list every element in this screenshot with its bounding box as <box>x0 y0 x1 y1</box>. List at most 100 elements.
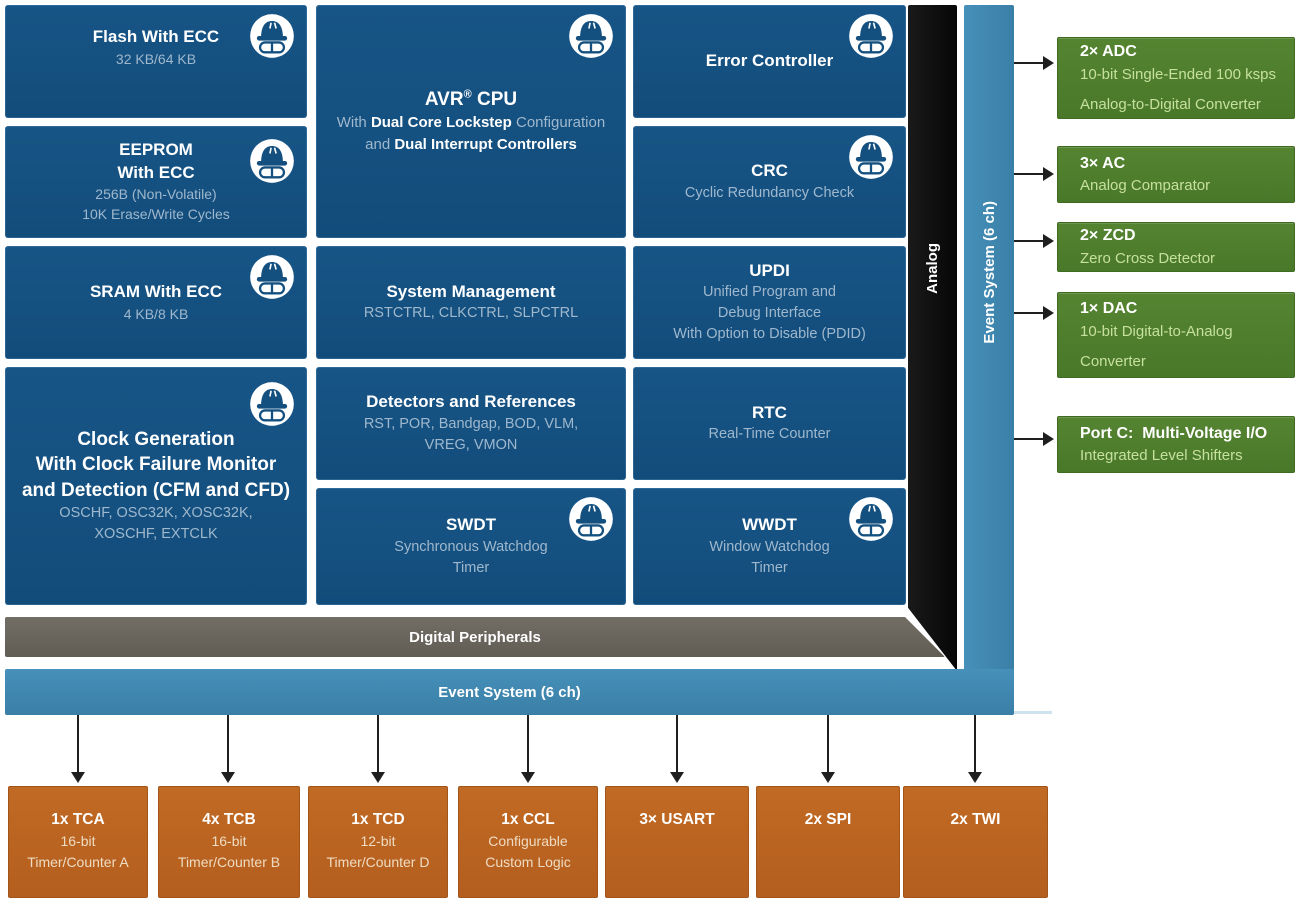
error-controller-title: Error Controller <box>705 51 834 71</box>
tcb-sub-line2: Timer/Counter B <box>177 854 281 871</box>
ac-block: 3× AC Analog Comparator <box>1057 146 1295 203</box>
eeprom-subtitle-line2: 10K Erase/Write Cycles <box>82 206 230 223</box>
crc-title: CRC <box>751 161 788 181</box>
crc-subtitle: Cyclic Redundancy Check <box>684 184 855 201</box>
ac-title: 3× AC <box>1080 154 1126 172</box>
eeprom-ecc-block: EEPROM With ECC 256B (Non-Volatile) 10K … <box>5 126 307 238</box>
tcd-title: 1x TCD <box>351 811 405 828</box>
down-arrow <box>71 715 85 783</box>
detectors-subtitle-line2: VREG, VMON <box>424 436 518 453</box>
ac-line1: Analog Comparator <box>1080 177 1211 195</box>
cpu-subtitle-line1: With Dual Core Lockstep Configuration <box>336 114 606 132</box>
analog-bar-label: Analog <box>924 242 941 294</box>
error-controller-block: Error Controller <box>633 5 906 118</box>
functional-safety-icon <box>568 13 614 59</box>
clock-subtitle-line1: OSCHF, OSC32K, XOSC32K, <box>59 504 253 521</box>
sram-subtitle: 4 KB/8 KB <box>123 305 189 322</box>
event-system-vertical-bar: Event System (6 ch) <box>964 5 1014 715</box>
twi-block: 2x TWI <box>903 786 1048 898</box>
clock-title-line2: With Clock Failure Monitor <box>35 454 277 476</box>
spi-title: 2x SPI <box>804 811 852 828</box>
rtc-title: RTC <box>752 402 787 422</box>
tca-sub-line1: 16-bit <box>60 832 96 849</box>
wwdt-title: WWDT <box>742 515 797 535</box>
rtc-subtitle: Real-Time Counter <box>708 426 831 443</box>
functional-safety-icon <box>249 13 295 59</box>
event-system-horizontal-label: Event System (6 ch) <box>438 683 581 701</box>
clock-subtitle-line2: XOSCHF, EXTCLK <box>94 525 218 542</box>
ccl-block: 1x CCL Configurable Custom Logic <box>458 786 598 898</box>
functional-safety-icon <box>848 496 894 542</box>
usart-block: 3× USART <box>605 786 749 898</box>
right-arrow <box>1014 432 1054 446</box>
cpu-subtitle-line2: and Dual Interrupt Controllers <box>365 136 577 154</box>
adc-title: 2× ADC <box>1080 43 1137 61</box>
detectors-references-block: Detectors and References RST, POR, Bandg… <box>316 367 626 480</box>
tcb-title: 4x TCB <box>202 811 256 828</box>
event-system-vertical-label: Event System (6 ch) <box>980 200 998 344</box>
tcb-sub-line1: 16-bit <box>211 832 247 849</box>
sysmgmt-subtitle: RSTCTRL, CLKCTRL, SLPCTRL <box>363 305 579 322</box>
detectors-title: Detectors and References <box>366 392 576 412</box>
clock-generation-block: Clock Generation With Clock Failure Moni… <box>5 367 307 605</box>
dac-block: 1× DAC 10-bit Digital-to-Analog Converte… <box>1057 292 1295 378</box>
swdt-subtitle-line2: Timer <box>452 559 490 576</box>
sram-ecc-block: SRAM With ECC 4 KB/8 KB <box>5 246 307 359</box>
updi-subtitle-line3: With Option to Disable (PDID) <box>673 326 866 343</box>
spi-block: 2x SPI <box>756 786 900 898</box>
sysmgmt-title: System Management <box>386 281 556 301</box>
avr-cpu-block: AVR® CPU With Dual Core Lockstep Configu… <box>316 5 626 238</box>
sram-title: SRAM With ECC <box>89 282 223 302</box>
eeprom-subtitle-line1: 256B (Non-Volatile) <box>95 186 217 203</box>
right-arrow <box>1014 56 1054 70</box>
tca-block: 1x TCA 16-bit Timer/Counter A <box>8 786 148 898</box>
ccl-title: 1x CCL <box>501 811 555 828</box>
right-arrow <box>1014 306 1054 320</box>
tca-title: 1x TCA <box>51 811 105 828</box>
dac-title: 1× DAC <box>1080 300 1138 318</box>
down-arrow <box>968 715 982 783</box>
event-bar-tail <box>1014 711 1052 714</box>
wwdt-subtitle-line2: Timer <box>751 559 788 576</box>
updi-subtitle-line1: Unified Program and <box>703 284 836 301</box>
updi-block: UPDI Unified Program and Debug Interface… <box>633 246 906 359</box>
down-arrow <box>371 715 385 783</box>
port-c-line1: Integrated Level Shifters <box>1080 447 1243 465</box>
dac-line2: Converter <box>1080 352 1146 370</box>
flash-ecc-block: Flash With ECC 32 KB/64 KB <box>5 5 307 118</box>
tca-sub-line2: Timer/Counter A <box>27 854 129 871</box>
tcd-sub-line1: 12-bit <box>360 832 396 849</box>
registered-trademark: ® <box>463 88 472 101</box>
wwdt-block: WWDT Window Watchdog Timer <box>633 488 906 605</box>
zcd-block: 2× ZCD Zero Cross Detector <box>1057 222 1295 272</box>
crc-block: CRC Cyclic Redundancy Check <box>633 126 906 238</box>
tcb-block: 4x TCB 16-bit Timer/Counter B <box>158 786 300 898</box>
port-c-block: Port C: Multi-Voltage I/O Integrated Lev… <box>1057 416 1295 473</box>
down-arrow <box>521 715 535 783</box>
cpu-title: AVR® CPU <box>424 88 518 111</box>
ccl-sub-line1: Configurable <box>488 832 568 849</box>
functional-safety-icon <box>249 381 295 427</box>
swdt-block: SWDT Synchronous Watchdog Timer <box>316 488 626 605</box>
detectors-subtitle-line1: RST, POR, Bandgap, BOD, VLM, <box>363 415 579 432</box>
clock-title-line1: Clock Generation <box>77 429 235 451</box>
system-management-block: System Management RSTCTRL, CLKCTRL, SLPC… <box>316 246 626 359</box>
rtc-block: RTC Real-Time Counter <box>633 367 906 480</box>
functional-safety-icon <box>249 254 295 300</box>
twi-title: 2x TWI <box>950 811 1001 828</box>
eeprom-title-line2: With ECC <box>117 162 195 182</box>
eeprom-title-line1: EEPROM <box>119 140 193 160</box>
swdt-subtitle-line1: Synchronous Watchdog <box>394 538 548 555</box>
tcd-sub-line2: Timer/Counter D <box>326 854 430 871</box>
zcd-line1: Zero Cross Detector <box>1080 249 1216 267</box>
functional-safety-icon <box>848 13 894 59</box>
usart-title: 3× USART <box>639 811 715 828</box>
flash-subtitle: 32 KB/64 KB <box>115 50 197 67</box>
adc-block: 2× ADC 10-bit Single-Ended 100 ksps Anal… <box>1057 37 1295 119</box>
tcd-block: 1x TCD 12-bit Timer/Counter D <box>308 786 448 898</box>
right-arrow <box>1014 167 1054 181</box>
down-arrow <box>821 715 835 783</box>
flash-title: Flash With ECC <box>92 27 220 47</box>
digital-peripherals-bar: Digital Peripherals <box>5 617 945 657</box>
